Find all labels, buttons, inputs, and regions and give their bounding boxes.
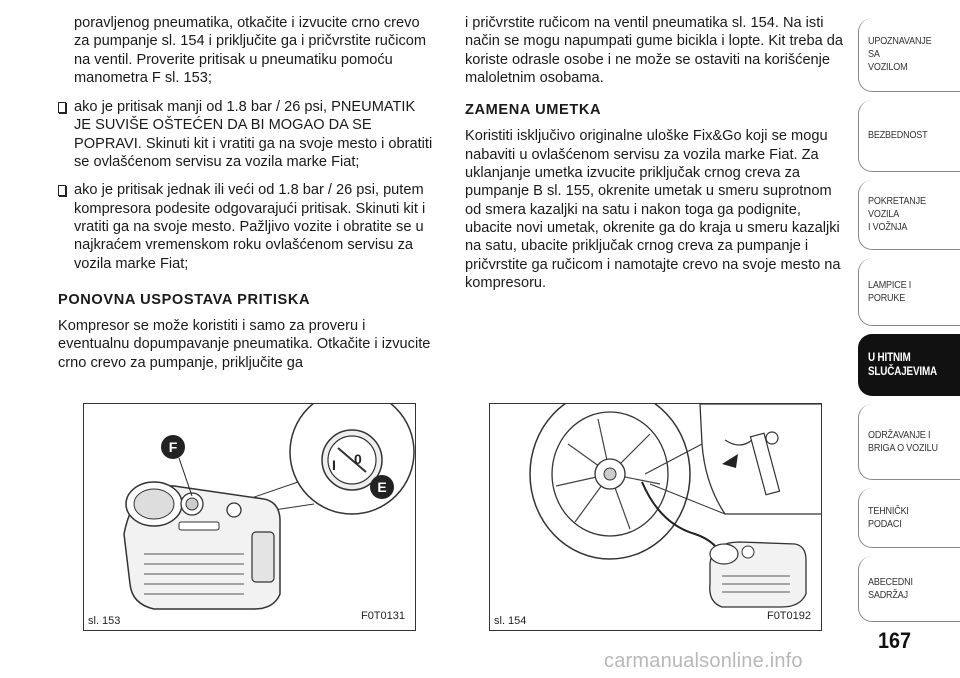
tab-tehnicki-podaci[interactable]: TEHNIČKI PODACI xyxy=(858,488,960,548)
checkbox-bullet-icon xyxy=(58,102,66,114)
figure-wheel-inflation: sl. 154 F0T0192 xyxy=(489,403,822,631)
switch-off-label: 0 xyxy=(354,451,362,467)
bullet-text: ako je pritisak jednak ili veći od 1.8 b… xyxy=(74,182,426,272)
figure-compressor-gauge: I 0 F E sl. 153 F0T0131 xyxy=(83,403,416,631)
callout-f-marker xyxy=(161,435,185,459)
tab-upoznavanje[interactable]: UPOZNAVANJE SA VOZILOM xyxy=(858,18,960,92)
checkbox-bullet-icon xyxy=(58,185,66,197)
figure-label: sl. 153 xyxy=(88,615,121,627)
tab-abecedni-sadrzaj[interactable]: ABECEDNI SADRŽAJ xyxy=(858,556,960,622)
left-column: poravljenog pneumatika, otkačite i izvuc… xyxy=(58,14,436,383)
page-number: 167 xyxy=(878,628,912,653)
tab-lampice[interactable]: LAMPICE I PORUKE xyxy=(858,258,960,326)
tab-hitni-slucajevi[interactable]: U HITNIM SLUČAJEVIMA xyxy=(858,334,960,396)
switch-on-label: I xyxy=(332,457,336,473)
callout-e-marker xyxy=(370,475,394,499)
bullet-text: ako je pritisak manji od 1.8 bar / 26 ps… xyxy=(74,99,433,171)
callout-f-label: F xyxy=(169,439,178,455)
figure-label: sl. 154 xyxy=(494,615,527,627)
tab-odrzavanje[interactable]: ODRŽAVANJE I BRIGA O VOZILU xyxy=(858,404,960,480)
callout-e-label: E xyxy=(377,479,386,495)
left-paragraph: Kompresor se može koristiti i samo za pr… xyxy=(58,318,431,371)
figure-code: F0T0131 xyxy=(360,610,405,622)
tab-label: UPOZNAVANJE SA VOZILOM xyxy=(868,35,932,73)
tab-label: LAMPICE I PORUKE xyxy=(868,278,912,304)
wheel-illustration xyxy=(529,404,821,608)
tab-label: TEHNIČKI PODACI xyxy=(868,504,909,530)
tab-label: POKRETANJE VOZILA I VOŽNJA xyxy=(868,195,926,233)
section-heading-cartridge: ZAMENA UMETKA xyxy=(465,102,602,119)
left-intro-paragraph: poravljenog pneumatika, otkačite i izvuc… xyxy=(74,15,427,86)
tab-label: U HITNIM SLUČAJEVIMA xyxy=(868,351,938,378)
tab-pokretanje[interactable]: POKRETANJE VOZILA I VOŽNJA xyxy=(858,180,960,250)
watermark: carmanualsonline.info xyxy=(604,650,803,672)
right-intro-paragraph: i pričvrstite ručicom na ventil pneumati… xyxy=(465,15,844,86)
chapter-sidebar: UPOZNAVANJE SA VOZILOM BEZBEDNOST POKRET… xyxy=(858,0,960,640)
tab-label: ODRŽAVANJE I BRIGA O VOZILU xyxy=(868,428,938,454)
figure-code: F0T0192 xyxy=(766,610,811,622)
compressor-illustration: I 0 F E xyxy=(123,404,415,610)
bullet-item: ako je pritisak manji od 1.8 bar / 26 ps… xyxy=(58,98,436,171)
tab-label: ABECEDNI SADRŽAJ xyxy=(868,575,913,601)
right-paragraph: Koristiti isključivo originalne uloške F… xyxy=(465,128,841,291)
bullet-item: ako je pritisak jednak ili veći od 1.8 b… xyxy=(58,181,436,272)
tab-label: BEZBEDNOST xyxy=(868,129,928,141)
section-heading-pressure: PONOVNA USPOSTAVA PRITISKA xyxy=(58,291,311,308)
tab-bezbednost[interactable]: BEZBEDNOST xyxy=(858,100,960,172)
right-column: i pričvrstite ručicom na ventil pneumati… xyxy=(465,14,845,303)
